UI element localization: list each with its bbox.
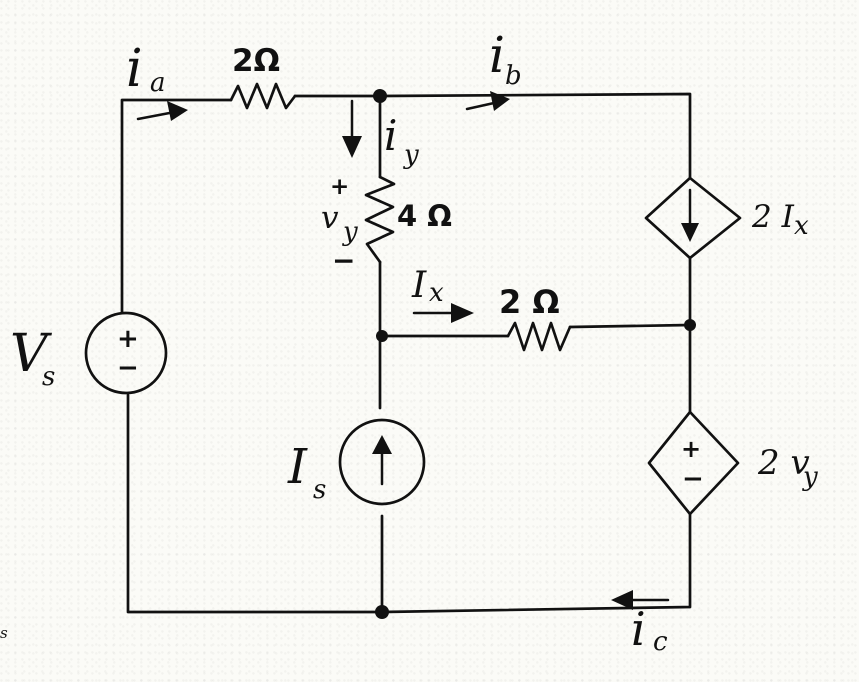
current-source-label-main: I bbox=[287, 439, 308, 495]
voltage-source-minus: − bbox=[117, 353, 139, 383]
top-resistor-label: 2Ω bbox=[232, 43, 280, 79]
right-junction-dot bbox=[684, 319, 696, 331]
iy-label-main: i bbox=[384, 111, 397, 160]
dependent-voltage-minus: − bbox=[682, 464, 704, 494]
vy-label-sub: y bbox=[342, 217, 358, 247]
voltage-source-plus: + bbox=[117, 324, 139, 354]
ia-arrowhead bbox=[167, 101, 188, 121]
ix-label-sub: x bbox=[429, 278, 444, 308]
middle-resistor-label: 2 Ω bbox=[499, 283, 560, 321]
dependent-voltage-label-sub: y bbox=[802, 462, 818, 492]
right-bottom-wire bbox=[126, 393, 692, 614]
middle-resistor bbox=[506, 321, 572, 352]
dependent-current-label: 2 I bbox=[751, 199, 795, 235]
current-source-label-sub: s bbox=[313, 475, 326, 505]
current-source-arrowhead bbox=[372, 435, 392, 454]
ic-label-main: i bbox=[631, 602, 646, 656]
vertical-resistor bbox=[364, 175, 396, 264]
ib-label-main: i bbox=[489, 26, 505, 84]
voltage-source-label-sub: s bbox=[42, 362, 55, 392]
ic-label-sub: c bbox=[653, 627, 668, 657]
voltage-source-circle bbox=[84, 311, 168, 395]
vy-minus-label: − bbox=[332, 244, 355, 277]
dependent-current-label-sub: x bbox=[794, 211, 809, 241]
iy-label-sub: y bbox=[403, 140, 419, 170]
middle-junction-dot bbox=[376, 330, 388, 342]
left-edge-mark: s bbox=[0, 624, 8, 642]
vy-label-main: v bbox=[321, 200, 339, 236]
dependent-voltage-label: 2 v bbox=[757, 443, 810, 483]
ic-arrowhead bbox=[611, 590, 633, 610]
ix-arrowhead bbox=[451, 303, 474, 323]
horizontal-middle-wire-right bbox=[568, 323, 692, 329]
left-top-wire bbox=[120, 98, 233, 314]
current-source-circle bbox=[338, 418, 426, 506]
top-resistor bbox=[229, 82, 297, 110]
top-middle-wire bbox=[293, 92, 692, 180]
top-junction-dot bbox=[373, 89, 387, 103]
ia-label-main: i bbox=[126, 39, 143, 99]
vertical-resistor-label: 4 Ω bbox=[397, 199, 452, 233]
dependent-voltage-diamond bbox=[647, 410, 740, 516]
ia-label-sub: a bbox=[150, 68, 166, 98]
iy-arrowhead bbox=[342, 136, 362, 158]
ib-label-sub: b bbox=[505, 61, 522, 91]
bottom-junction-dot bbox=[375, 605, 389, 619]
ix-label-main: I bbox=[411, 265, 427, 306]
dependent-current-diamond bbox=[644, 176, 742, 260]
vy-plus-label: + bbox=[330, 174, 349, 200]
dependent-current-arrowhead bbox=[681, 223, 699, 242]
ib-arrowhead bbox=[490, 91, 510, 111]
voltage-source-label-main: V bbox=[10, 324, 52, 384]
dependent-voltage-plus: + bbox=[681, 435, 701, 463]
